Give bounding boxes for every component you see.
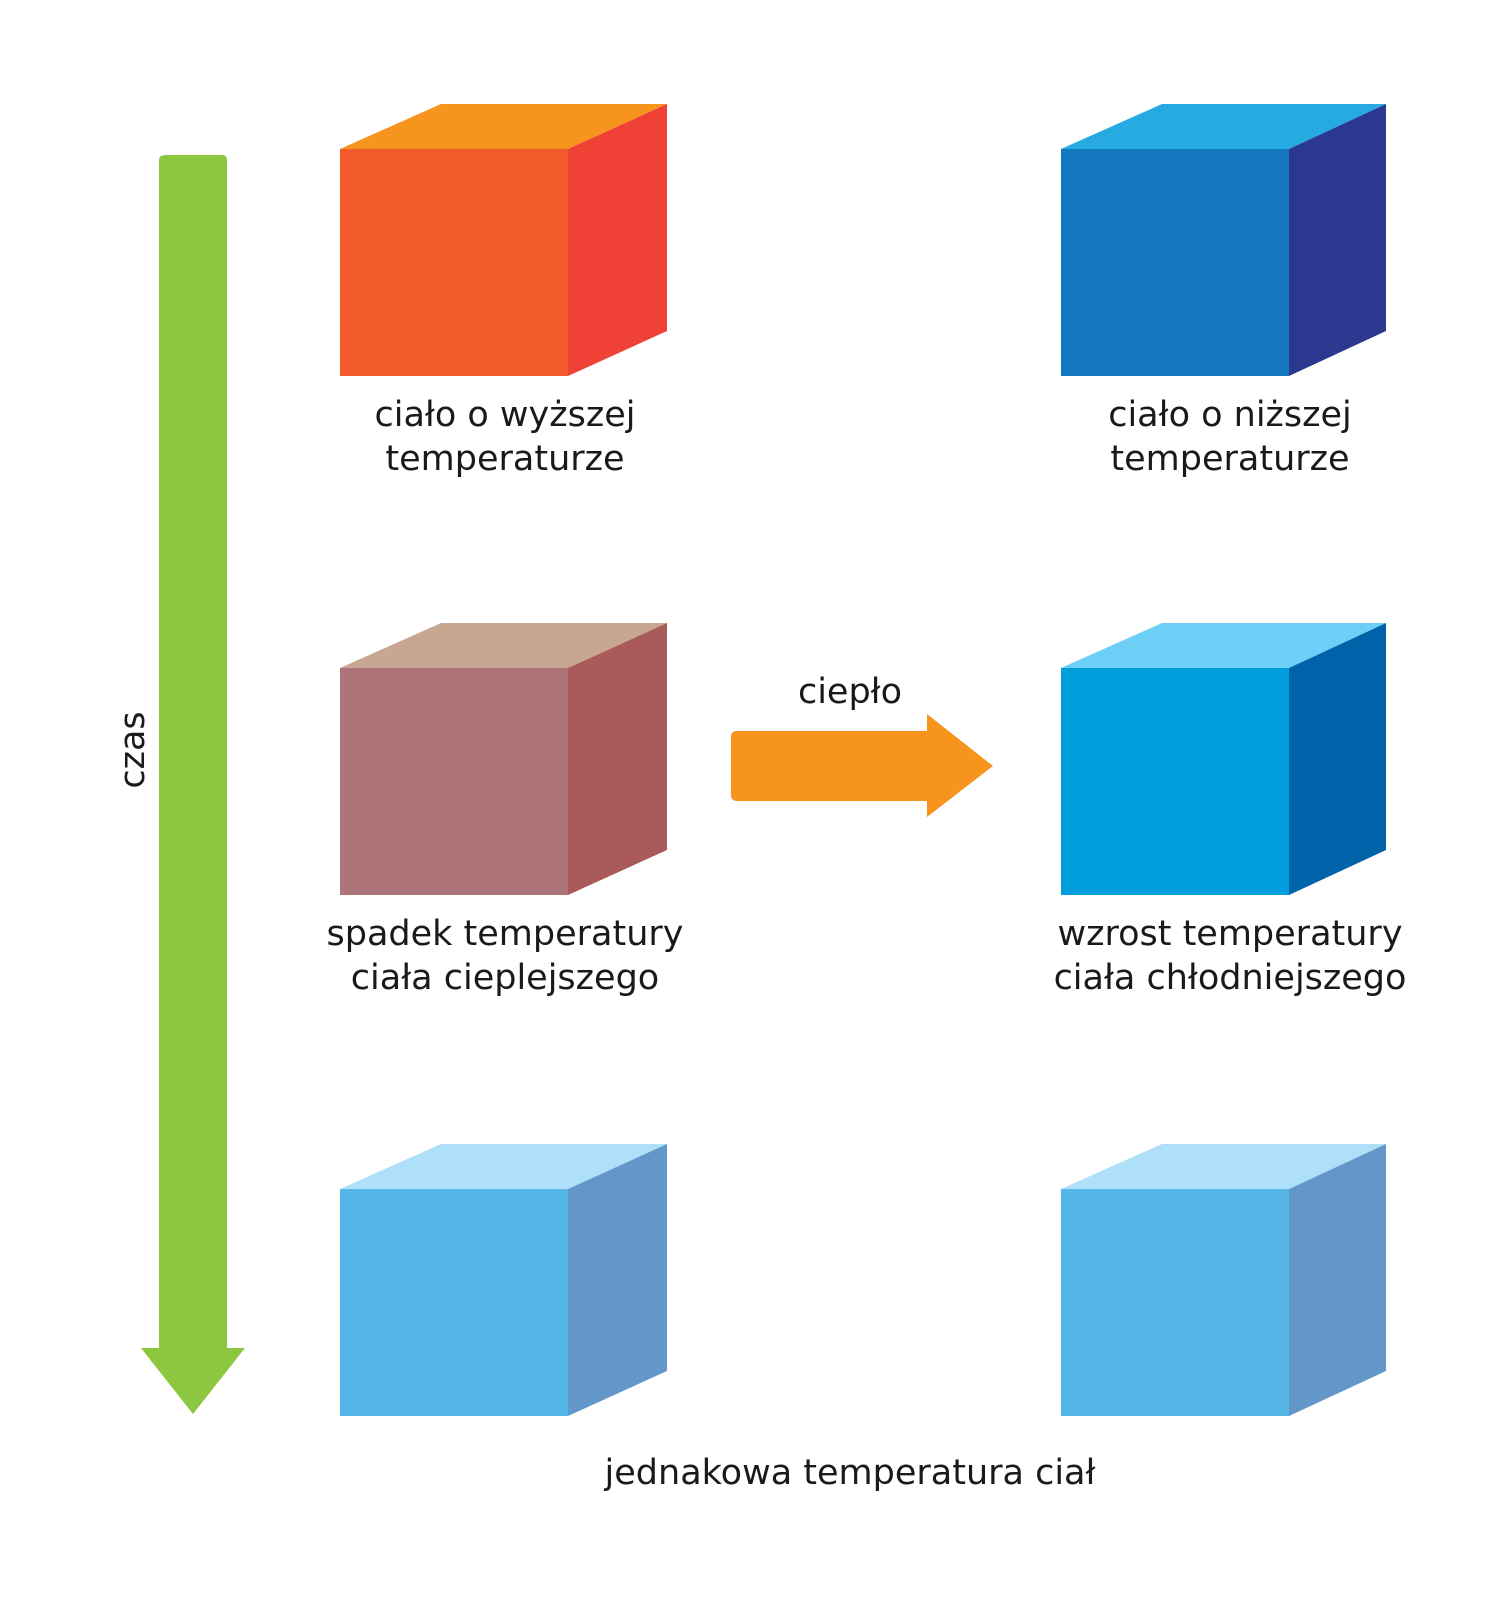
caption-line: ciało o niższej [1108, 395, 1352, 435]
cube-cold-warming [1061, 623, 1386, 895]
cube-top-face [340, 1144, 667, 1189]
caption-hot-initial: ciało o wyższej temperaturze [305, 393, 705, 481]
time-arrow [141, 155, 245, 1414]
caption-line: spadek temperatury [326, 914, 684, 954]
cube-side-face [1289, 1144, 1386, 1416]
cube-front-face [340, 149, 568, 376]
caption-line: temperaturze [1110, 439, 1350, 479]
time-axis-label: czas [113, 711, 153, 789]
cube-top-face [1061, 1144, 1386, 1189]
cube-front-face [340, 668, 568, 895]
caption-hot-cooling: spadek temperatury ciała cieplejszego [280, 912, 730, 1000]
cube-cold-initial [1061, 104, 1386, 376]
cube-side-face [568, 1144, 667, 1416]
heat-label: ciepło [797, 672, 903, 712]
caption-line: ciała cieplejszego [350, 958, 660, 998]
cube-hot-cooling [340, 623, 667, 895]
caption-cold-warming: wzrost temperatury ciała chłodniejszego [1000, 912, 1460, 1000]
cube-front-face [1061, 1189, 1289, 1416]
cube-side-face [1289, 623, 1386, 895]
cube-side-face [1289, 104, 1386, 376]
caption-line: wzrost temperatury [1057, 914, 1403, 954]
cube-front-face [340, 1189, 568, 1416]
cube-hot-initial [340, 104, 667, 376]
cube-top-face [340, 623, 667, 668]
caption-equal-temperature: jednakowa temperatura ciał [604, 1453, 1096, 1493]
caption-cold-initial: ciało o niższej temperaturze [1030, 393, 1430, 481]
cube-top-face [1061, 104, 1386, 149]
cube-front-face [1061, 149, 1289, 376]
caption-line: temperaturze [385, 439, 625, 479]
caption-line: ciało o wyższej [374, 395, 636, 435]
cube-equal-right [1061, 1144, 1386, 1416]
cube-front-face [1061, 668, 1289, 895]
heat-arrow [731, 714, 993, 817]
caption-line: ciała chłodniejszego [1053, 958, 1407, 998]
cube-top-face [1061, 623, 1386, 668]
cube-side-face [568, 623, 667, 895]
cube-equal-left [340, 1144, 667, 1416]
cube-side-face [568, 104, 667, 376]
cube-top-face [340, 104, 667, 149]
